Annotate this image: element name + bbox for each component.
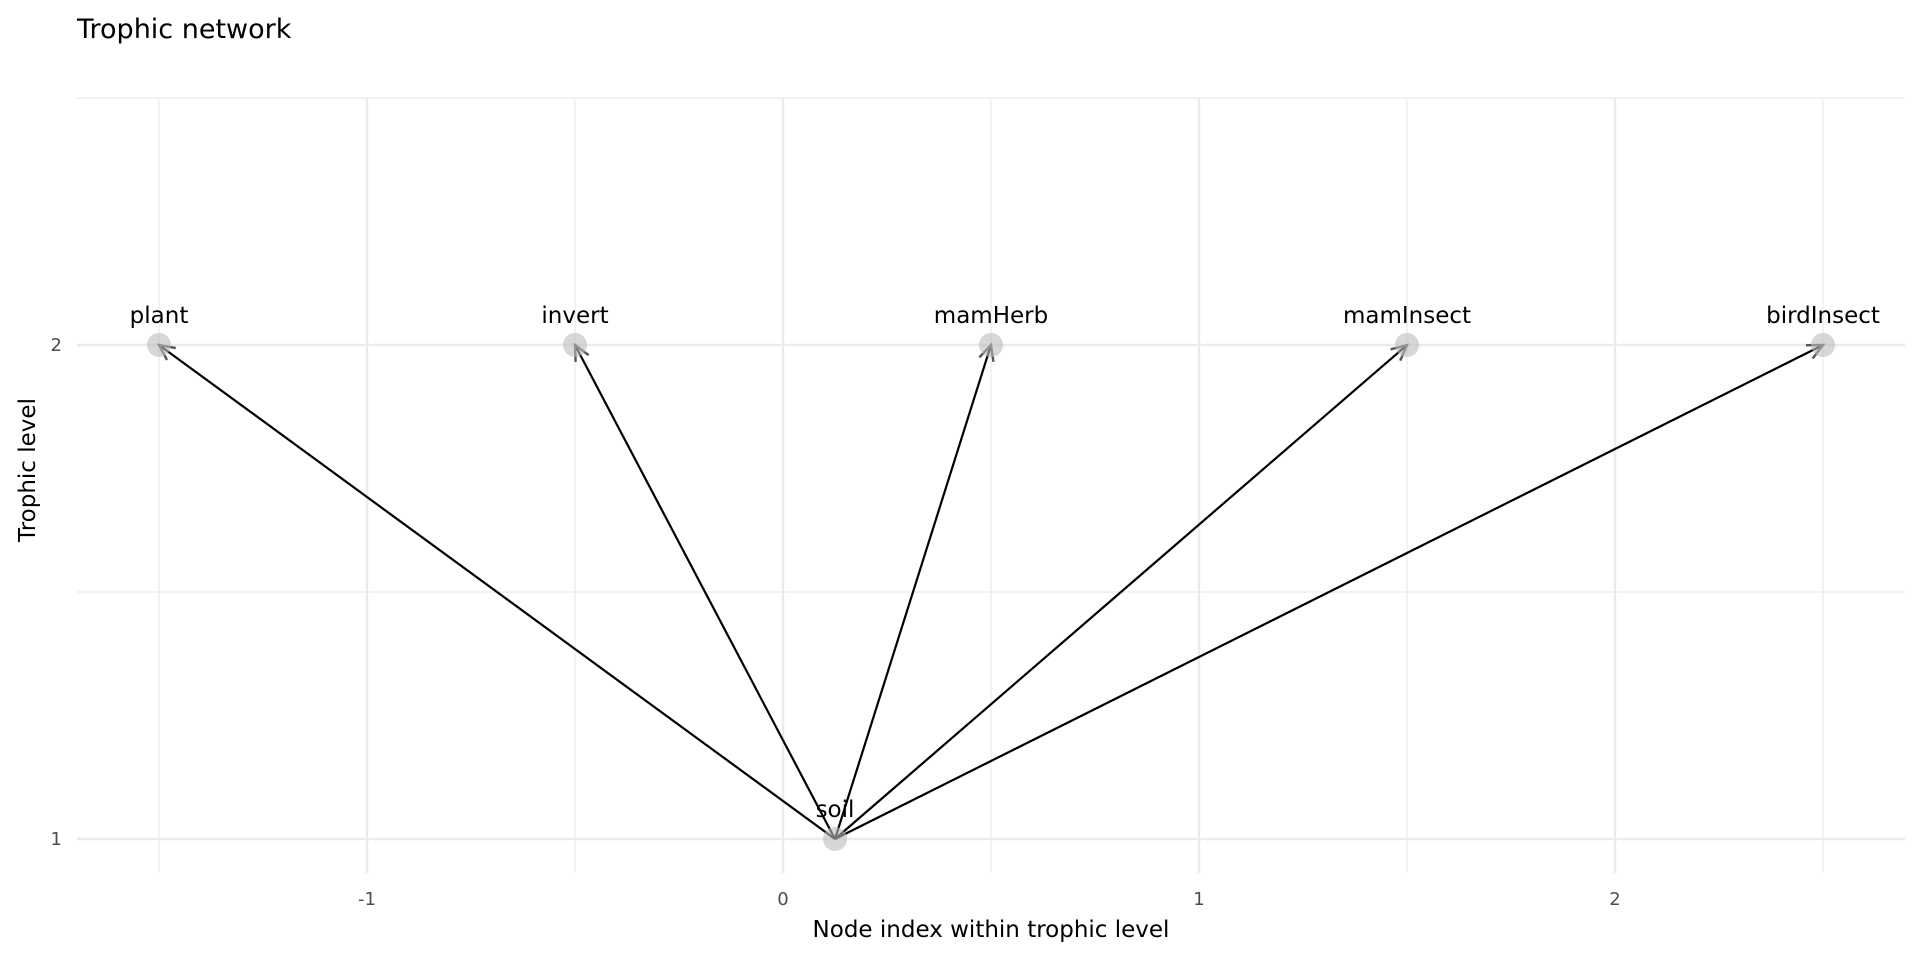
node-label-mamHerb: mamHerb (934, 303, 1048, 329)
node-invert (563, 333, 587, 357)
y-tick-label: 1 (51, 829, 62, 850)
chart-title: Trophic network (76, 14, 292, 45)
node-label-birdInsect: birdInsect (1766, 303, 1880, 329)
x-tick-label: 0 (777, 889, 788, 910)
edge-soil-birdInsect (834, 344, 1824, 840)
node-mamHerb (979, 333, 1003, 357)
y-tick-label: 2 (51, 335, 62, 356)
x-tick-label: -1 (358, 889, 376, 910)
edge-soil-plant (158, 344, 836, 840)
x-tick-label: 1 (1193, 889, 1204, 910)
node-label-mamInsect: mamInsect (1343, 303, 1471, 329)
x-tick-label: 2 (1609, 889, 1620, 910)
node-mamInsect (1395, 333, 1419, 357)
edge-soil-invert (574, 344, 836, 840)
node-label-soil: soil (816, 797, 855, 823)
node-birdInsect (1811, 333, 1835, 357)
edge-soil-mamInsect (834, 344, 1408, 840)
edge-soil-mamHerb (833, 344, 993, 840)
node-plant (147, 333, 171, 357)
node-label-invert: invert (541, 303, 608, 329)
x-axis-title: Node index within trophic level (813, 917, 1170, 943)
y-axis-title: Trophic level (15, 398, 41, 543)
node-soil (823, 827, 847, 851)
node-label-plant: plant (130, 303, 189, 329)
tick-labels: -1 0 1 2 1 2 (51, 335, 1621, 910)
nodes: soil plant invert mamHerb mamInsect birdInsec… (130, 303, 1880, 851)
